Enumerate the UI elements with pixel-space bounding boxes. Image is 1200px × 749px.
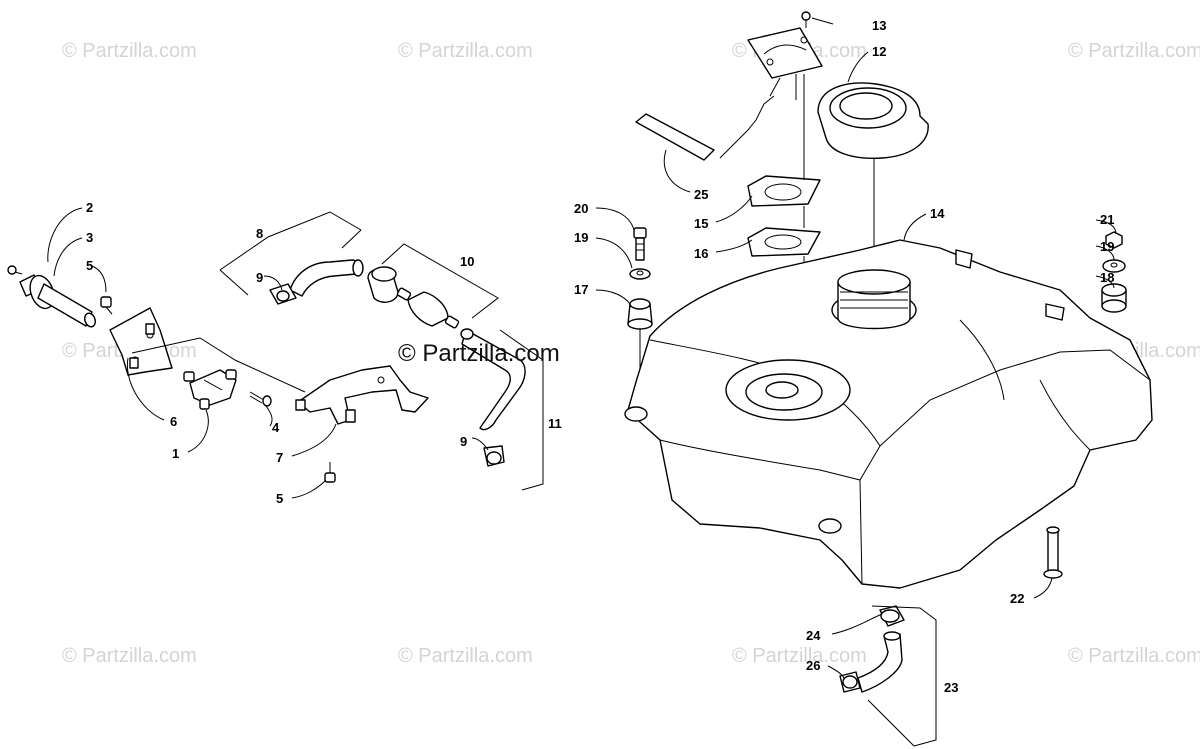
mounting-plate-part-6[interactable] (109, 307, 173, 376)
bracket-part-7[interactable] (295, 365, 429, 425)
callout-17[interactable]: 17 (574, 282, 588, 297)
watermark-bottom-right: © Partzilla.com (1068, 645, 1200, 667)
bracket-lines-left (131, 211, 544, 491)
bolt-part-5-upper[interactable] (100, 296, 113, 315)
gasket-part-15[interactable] (747, 175, 821, 207)
watermark-bottom-mid: © Partzilla.com (398, 645, 533, 667)
washer-part-19-left[interactable] (629, 268, 651, 280)
hose-part-11[interactable] (460, 328, 526, 431)
callout-6[interactable]: 6 (170, 414, 177, 429)
callout-13[interactable]: 13 (872, 18, 886, 33)
watermark-center: © Partzilla.com (398, 340, 560, 367)
gasket-part-16[interactable] (747, 227, 821, 257)
watermark-top-left: © Partzilla.com (62, 40, 197, 62)
watermark-top-right: © Partzilla.com (1068, 40, 1200, 62)
callout-16[interactable]: 16 (694, 246, 708, 261)
callout-5-lower[interactable]: 5 (276, 491, 283, 506)
callout-12[interactable]: 12 (872, 44, 886, 59)
screw-part-2[interactable] (7, 265, 23, 275)
leader-lines (47, 17, 1117, 679)
screw-part-13[interactable] (801, 11, 811, 28)
callout-11[interactable]: 11 (548, 416, 562, 431)
callout-3[interactable]: 3 (86, 230, 93, 245)
callout-2[interactable]: 2 (86, 200, 93, 215)
callout-9-upper[interactable]: 9 (256, 270, 263, 285)
pin-part-22[interactable] (1043, 526, 1063, 579)
nut-part-21[interactable] (1105, 231, 1123, 249)
clamp-part-9-lower[interactable] (483, 445, 505, 467)
hose-part-8[interactable] (289, 259, 364, 297)
callout-26[interactable]: 26 (806, 658, 820, 673)
callout-5-upper[interactable]: 5 (86, 258, 93, 273)
callout-18[interactable]: 18 (1100, 270, 1114, 285)
watermark-bottom-mid2: © Partzilla.com (732, 645, 867, 667)
clamp-part-9-upper[interactable] (269, 283, 297, 305)
callout-22[interactable]: 22 (1010, 591, 1024, 606)
callout-10[interactable]: 10 (460, 254, 474, 269)
fuel-valve-part-1[interactable] (183, 369, 237, 410)
hose-part-23[interactable] (857, 631, 903, 693)
bolt-part-20[interactable] (633, 227, 647, 261)
bolt-part-5-lower[interactable] (324, 462, 336, 483)
fuel-tank-part-14[interactable] (624, 239, 1153, 589)
hose-sleeve[interactable] (367, 266, 399, 303)
callout-24[interactable]: 24 (806, 628, 821, 643)
fuel-cap-part-12[interactable] (817, 82, 929, 160)
grommet-part-17[interactable] (627, 298, 653, 330)
callout-14[interactable]: 14 (930, 206, 945, 221)
callout-20[interactable]: 20 (574, 201, 588, 216)
callout-23[interactable]: 23 (944, 680, 958, 695)
valve-lever-part-3[interactable] (19, 272, 97, 328)
bracket-lines-bottom (867, 605, 937, 747)
callout-7[interactable]: 7 (276, 450, 283, 465)
callout-9-lower[interactable]: 9 (460, 434, 467, 449)
clamp-part-24[interactable] (879, 605, 905, 627)
watermark-top-mid: © Partzilla.com (398, 40, 533, 62)
callout-1[interactable]: 1 (172, 446, 179, 461)
fuel-filter-part-10[interactable] (396, 287, 460, 329)
callout-19-right[interactable]: 19 (1100, 239, 1114, 254)
callout-labels: 1 2 3 4 5 5 6 7 8 9 9 10 11 12 13 14 15 … (86, 18, 1114, 695)
callout-15[interactable]: 15 (694, 216, 708, 231)
watermark-bottom-left: © Partzilla.com (62, 645, 197, 667)
callout-4[interactable]: 4 (272, 420, 280, 435)
fuel-sender-plate-part-25[interactable] (635, 27, 823, 161)
screw-part-4[interactable] (249, 391, 272, 407)
clamp-part-26[interactable] (839, 671, 861, 693)
callout-19-left[interactable]: 19 (574, 230, 588, 245)
grommet-part-18[interactable] (1101, 283, 1127, 313)
callout-25[interactable]: 25 (694, 187, 708, 202)
callout-21[interactable]: 21 (1100, 212, 1114, 227)
callout-8[interactable]: 8 (256, 226, 263, 241)
